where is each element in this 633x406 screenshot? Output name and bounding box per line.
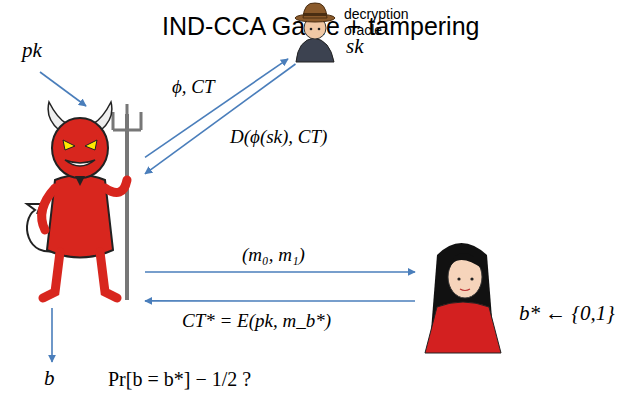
challenger-art bbox=[415, 235, 625, 355]
challenger: b* ← {0,1} bbox=[415, 235, 625, 355]
message-arrow bbox=[145, 271, 415, 273]
decryption-oracle: decryption oraclesk bbox=[288, 0, 438, 64]
output-arrow bbox=[51, 308, 53, 362]
adversary-figure-art bbox=[15, 100, 145, 305]
key-label: sk bbox=[346, 34, 364, 58]
advantage-formula: Pr[b = b*] − 1/2 ? bbox=[108, 368, 251, 391]
key-arrow bbox=[40, 72, 86, 106]
adversary-figure bbox=[15, 100, 145, 305]
message-label: ϕ, CT bbox=[170, 76, 217, 98]
guess-bit: b bbox=[44, 366, 55, 390]
oracle-label: decryption oracle bbox=[344, 6, 424, 38]
message-label: CT* = E(pk, m_b*) bbox=[180, 310, 333, 332]
message-arrow bbox=[145, 300, 415, 302]
message-label: D(ϕ(sk), CT) bbox=[228, 126, 329, 148]
challenge-bit: b* ← {0,1} bbox=[519, 301, 615, 325]
message-label: (m₀, m₁) bbox=[240, 244, 307, 266]
public-key: pk bbox=[22, 38, 42, 62]
message-arrow bbox=[145, 64, 296, 174]
